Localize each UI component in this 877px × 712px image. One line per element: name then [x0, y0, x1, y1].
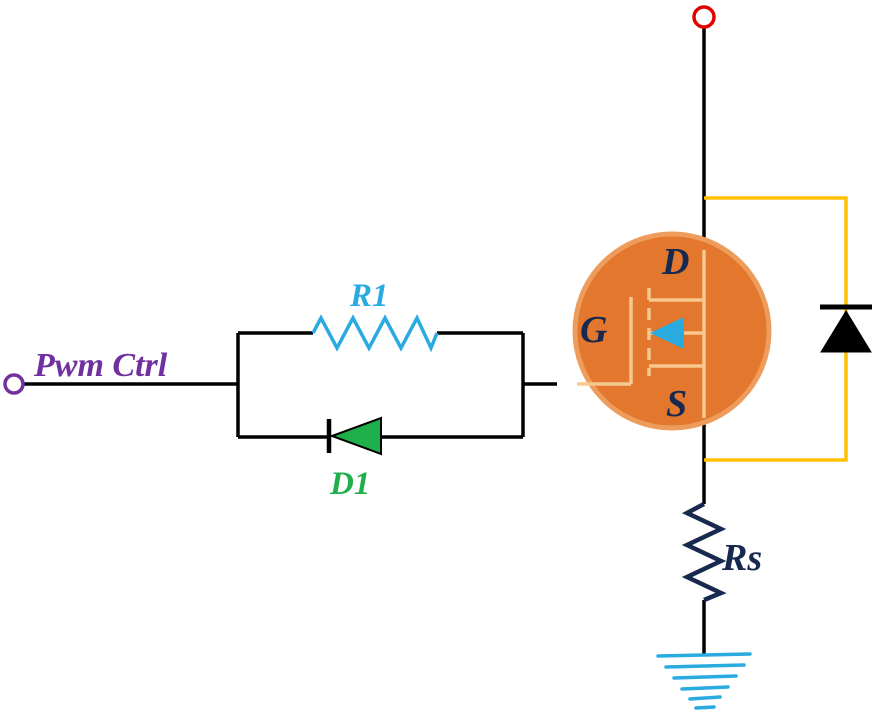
ground-line-4	[680, 685, 730, 691]
rs-label: Rs	[721, 537, 762, 579]
supply-terminal	[692, 5, 716, 29]
drain-label: D	[661, 241, 689, 283]
r1-label: R1	[349, 278, 389, 314]
ground-line-6	[694, 705, 716, 710]
ground-line-5	[688, 695, 722, 701]
source-label: S	[666, 383, 687, 425]
mosfet-body-arrow	[650, 317, 684, 349]
diode-d1	[326, 416, 382, 456]
ground-symbol	[656, 652, 752, 710]
diode-d1-triangle	[329, 416, 382, 456]
resistor-rs	[681, 502, 727, 603]
body-diode-triangle	[820, 310, 872, 353]
wires	[23, 26, 706, 656]
pwm-label: Pwm Ctrl	[33, 347, 168, 384]
body-diode	[820, 304, 872, 353]
gate-label: G	[580, 309, 608, 351]
gate-network-frame	[236, 331, 557, 439]
resistor-r1	[311, 314, 439, 353]
ground-line-1	[656, 652, 752, 658]
pwm-input-terminal	[3, 373, 25, 395]
ground-line-2	[664, 663, 746, 669]
ground-line-3	[672, 674, 738, 680]
d1-label: D1	[329, 466, 370, 502]
